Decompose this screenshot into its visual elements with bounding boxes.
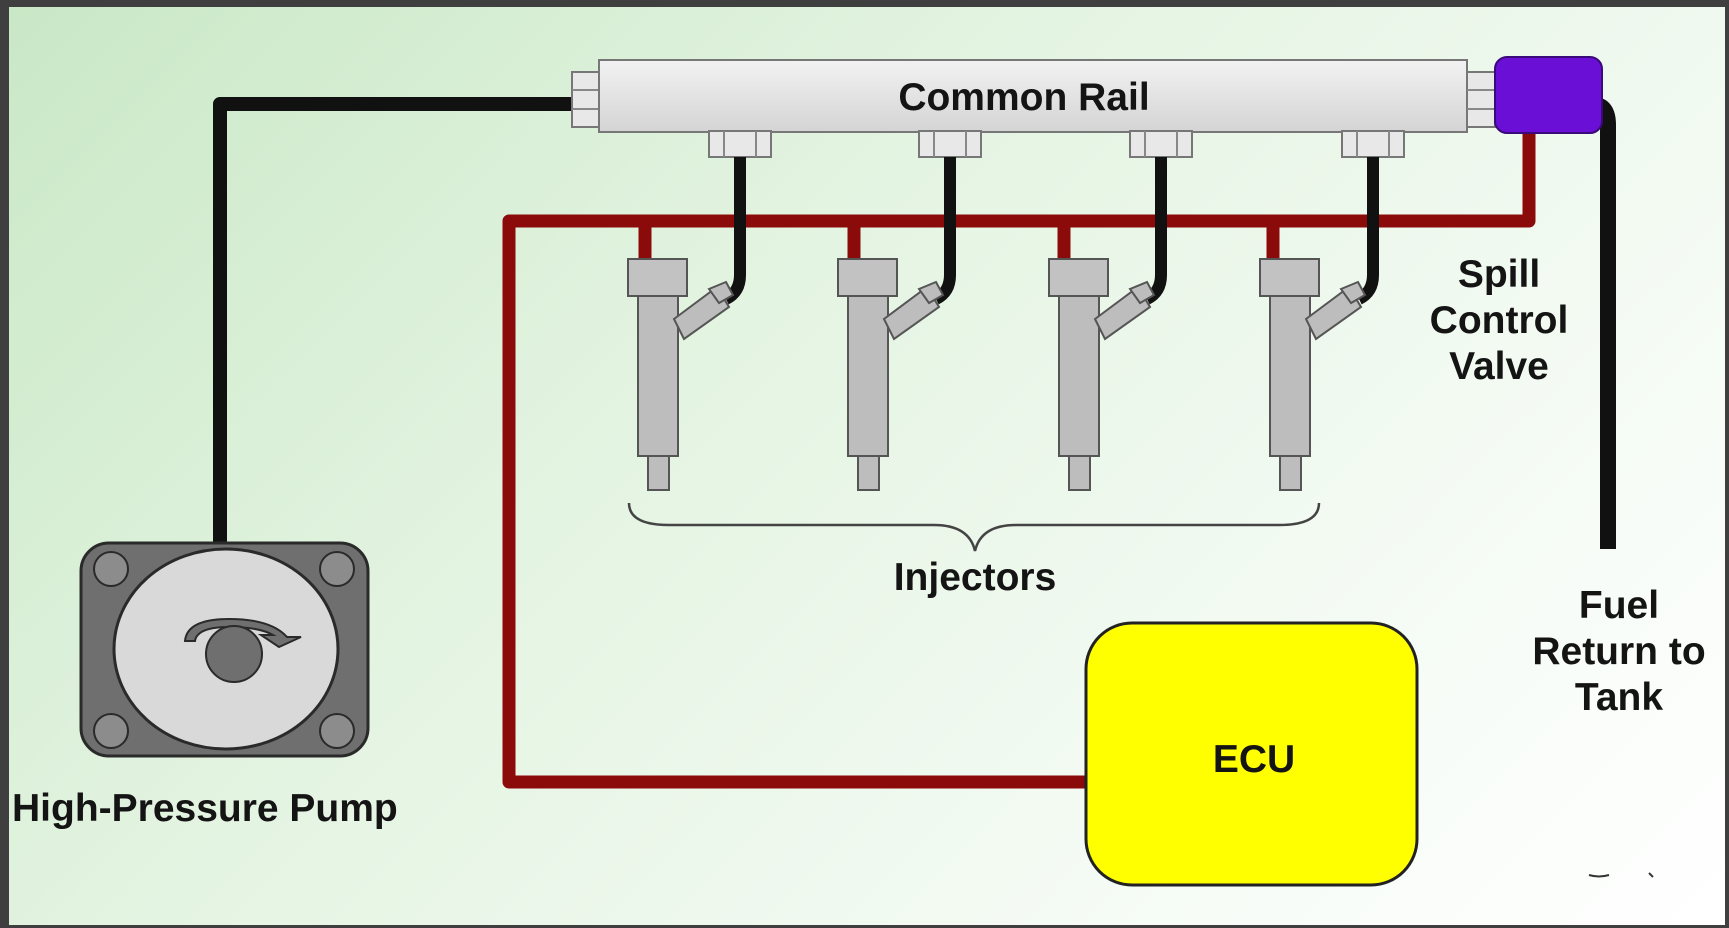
injectors bbox=[627, 258, 1367, 491]
ecu-signal-wire bbox=[502, 133, 1536, 789]
rail-outlet-2 bbox=[918, 130, 982, 305]
fuel-return-line bbox=[1593, 97, 1616, 549]
rail-end-fitting-left bbox=[571, 71, 600, 128]
injector-4 bbox=[1259, 258, 1367, 491]
pump-bolt bbox=[319, 713, 355, 749]
pump-to-rail-line bbox=[213, 97, 581, 543]
pump-shaft bbox=[205, 625, 263, 683]
rail-outlet-1 bbox=[708, 130, 772, 305]
injector-fuel-line-4 bbox=[1356, 157, 1379, 305]
injector-signal-taps bbox=[638, 221, 1280, 259]
high-pressure-pump-label: High-Pressure Pump bbox=[12, 787, 398, 830]
ecu-box bbox=[1084, 621, 1419, 887]
slide: Common Rail Spill Control Valve Injector… bbox=[9, 7, 1725, 925]
ecu-label: ECU bbox=[1212, 738, 1296, 781]
fuel-return-label: Fuel Return to Tank bbox=[1532, 584, 1706, 719]
injectors-brace bbox=[627, 502, 1321, 552]
rail-end-fitting-right bbox=[1466, 71, 1496, 128]
rail-body bbox=[598, 59, 1468, 133]
pump-bolt bbox=[319, 551, 355, 587]
injector-3 bbox=[1048, 258, 1156, 491]
spill-control-valve-label: Spill Control Valve bbox=[1429, 253, 1569, 388]
pump-bolt bbox=[93, 713, 129, 749]
rail-outlet-3 bbox=[1129, 130, 1193, 305]
spill-control-valve bbox=[1494, 56, 1603, 134]
common-rail bbox=[571, 59, 1496, 133]
injector-fuel-line-1 bbox=[723, 157, 746, 305]
injectors-label: Injectors bbox=[893, 556, 1057, 599]
rotation-arrow-icon bbox=[183, 617, 302, 649]
injector-fuel-line-3 bbox=[1144, 157, 1167, 305]
injector-fuel-line-2 bbox=[933, 157, 956, 305]
pump-bolt bbox=[93, 551, 129, 587]
corner-mark bbox=[1588, 872, 1654, 878]
fuel-system-diagram bbox=[79, 56, 1654, 887]
injector-1 bbox=[627, 258, 735, 491]
common-rail-label: Common Rail bbox=[898, 76, 1150, 119]
high-pressure-pump bbox=[79, 541, 370, 758]
injector-2 bbox=[837, 258, 945, 491]
